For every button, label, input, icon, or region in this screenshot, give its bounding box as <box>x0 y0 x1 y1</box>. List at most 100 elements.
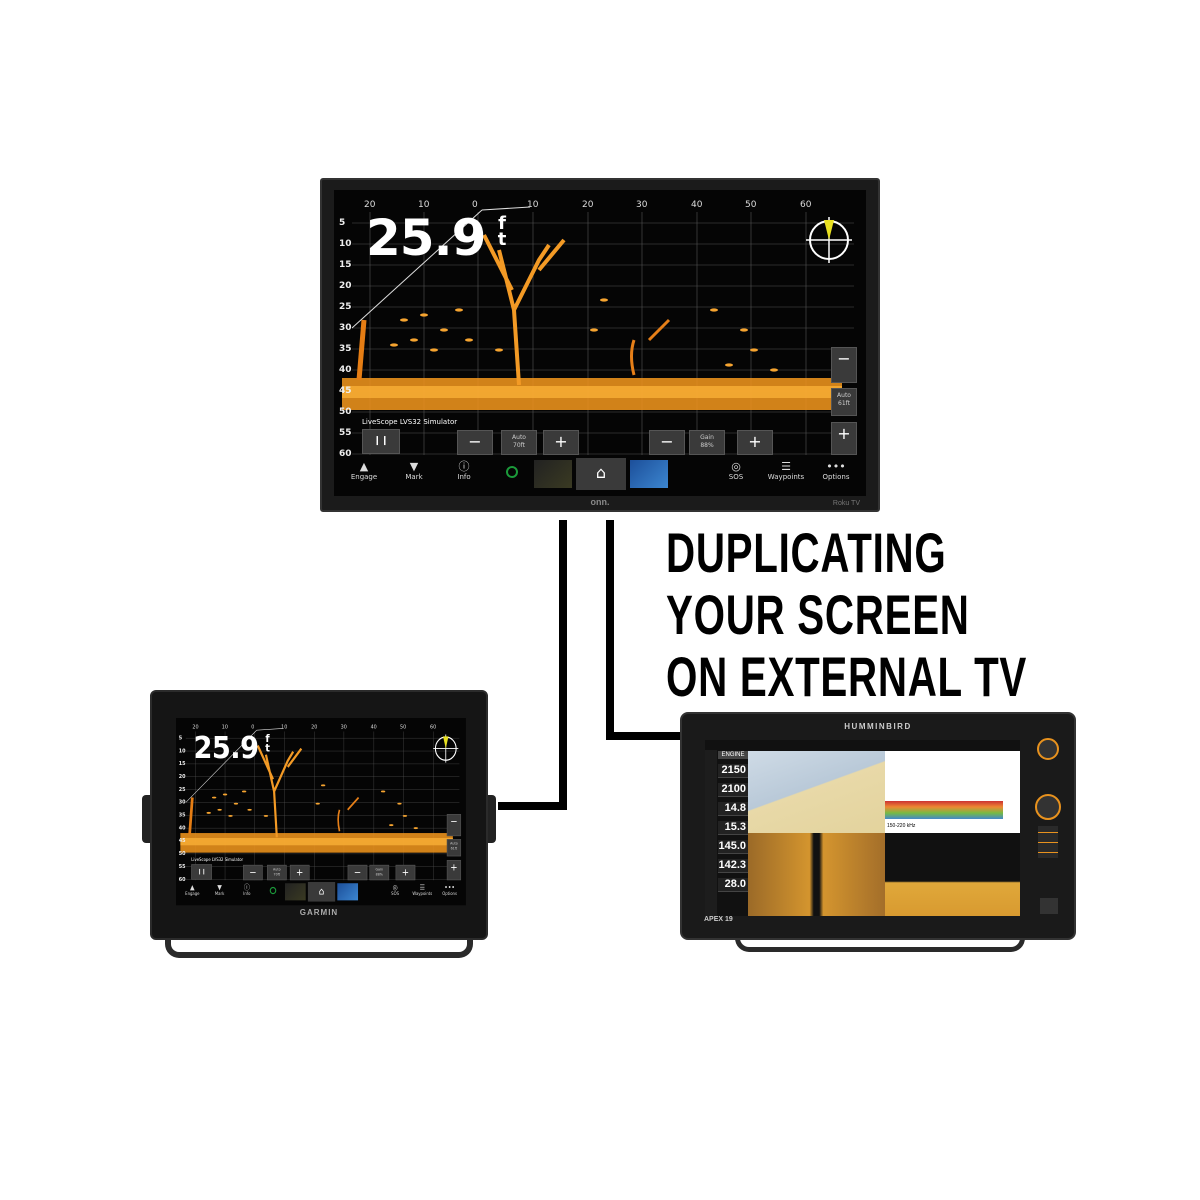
fish-target <box>228 814 233 817</box>
depth-readout: 25.9 <box>366 209 486 267</box>
nav-options[interactable]: •••Options <box>811 460 861 481</box>
fish-target <box>320 784 326 787</box>
depth-label: 40 <box>178 825 186 832</box>
depth-label: 30 <box>178 799 186 806</box>
previous-app-thumbnail[interactable] <box>285 883 306 901</box>
nav-mark[interactable]: ▼Mark <box>206 883 233 896</box>
range-decrease-button[interactable]: − <box>243 864 263 881</box>
nav-label: Mark <box>405 473 423 481</box>
nav-label: SOS <box>728 473 744 481</box>
zoom-in-button[interactable]: + <box>446 859 462 881</box>
humminbird-display: HUMMINBIRD APEX 19 ENGINE 2150 2100 14.8… <box>680 712 1076 940</box>
next-app-thumbnail[interactable] <box>337 883 359 901</box>
range-label: 10 <box>221 724 229 731</box>
gain-increase-button[interactable]: + <box>395 864 416 881</box>
next-app-thumbnail[interactable] <box>630 460 668 488</box>
engine-value-7: 28.0 <box>718 878 748 892</box>
side-imaging-pane <box>748 833 885 916</box>
engine-value-3: 14.8 <box>718 802 748 816</box>
gain-value: 88% <box>700 442 714 449</box>
pause-button[interactable]: ❙❙ <box>191 864 212 880</box>
depth-unit: ft <box>265 732 270 755</box>
radar-icon[interactable] <box>506 466 518 478</box>
humminbird-icon-strip <box>705 750 717 916</box>
simulator-label: LiveScope LVS32 Simulator <box>191 857 244 863</box>
tree-trunk <box>482 234 566 386</box>
branch-right <box>337 796 360 832</box>
lifebuoy-icon: ◎ <box>392 883 398 892</box>
fish-target <box>397 802 402 805</box>
range-auto-title: Auto <box>273 867 281 872</box>
humminbird-joystick[interactable] <box>1035 794 1061 820</box>
tv-brand-logo: onn. <box>590 497 610 507</box>
nav-sos[interactable]: ◎SOS <box>381 883 408 896</box>
zoom-in-button[interactable]: + <box>831 422 857 455</box>
range-increase-button[interactable]: + <box>543 430 579 455</box>
range-label: 30 <box>636 200 648 210</box>
radar-icon[interactable] <box>269 886 277 895</box>
lifebuoy-icon: ◎ <box>731 460 741 473</box>
gain-increase-button[interactable]: + <box>737 430 773 455</box>
gain-decrease-button[interactable]: − <box>649 430 685 455</box>
simulator-label: LiveScope LVS32 Simulator <box>362 418 458 426</box>
fish-target <box>389 824 394 827</box>
zoom-out-button[interactable]: − <box>831 347 857 383</box>
lake-bottom-highlight <box>342 386 842 398</box>
home-button[interactable]: ⌂ <box>307 882 336 902</box>
depth-unit: ft <box>497 213 507 250</box>
humminbird-rotary-knob[interactable] <box>1037 738 1059 760</box>
nav-engage[interactable]: ▲Engage <box>339 460 389 481</box>
fish-target <box>455 308 463 312</box>
humminbird-power-button[interactable] <box>1040 898 1058 914</box>
depth-label: 25 <box>339 302 352 312</box>
fish-target <box>750 348 758 352</box>
depth-label: 45 <box>178 837 186 845</box>
gain-decrease-button[interactable]: − <box>347 864 368 881</box>
fish-target <box>413 827 418 830</box>
connector-line-humminbird-horizontal <box>606 732 682 740</box>
range-label: 60 <box>429 724 437 731</box>
waypoints-list-icon: ☰ <box>419 883 426 892</box>
nav-waypoints[interactable]: ☰Waypoints <box>409 883 436 896</box>
range-label: 50 <box>399 724 407 731</box>
home-button[interactable]: ⌂ <box>576 458 626 490</box>
beam-line <box>185 730 257 803</box>
fish-target <box>410 338 418 342</box>
fish-target <box>600 298 608 302</box>
fish-target <box>222 793 228 796</box>
nav-mark[interactable]: ▼Mark <box>389 460 439 481</box>
zoom-out-button[interactable]: − <box>446 814 462 837</box>
range-decrease-button[interactable]: − <box>457 430 493 455</box>
info-icon: ⓘ <box>243 883 250 892</box>
engine-rpm-2: 2100 <box>718 783 748 797</box>
nav-sos[interactable]: ◎SOS <box>711 460 761 481</box>
depth-label: 25 <box>178 786 186 793</box>
nav-options[interactable]: •••Options <box>436 883 463 896</box>
humminbird-keypad[interactable] <box>1038 826 1058 858</box>
transducer-beam-icon <box>824 220 834 240</box>
range-label: 40 <box>370 724 377 731</box>
nav-engage[interactable]: ▲Engage <box>179 883 206 896</box>
range-increase-button[interactable]: + <box>289 864 310 881</box>
autopilot-icon: ▲ <box>190 883 195 892</box>
depth-label: 10 <box>178 747 186 755</box>
waypoints-list-icon: ☰ <box>781 460 791 473</box>
fish-target <box>247 808 252 811</box>
fish-target <box>315 802 320 805</box>
nav-label: SOS <box>391 891 400 897</box>
depth-readout: 25.9 <box>193 729 259 766</box>
fish-target <box>380 790 386 793</box>
nav-waypoints[interactable]: ☰Waypoints <box>761 460 811 481</box>
previous-app-thumbnail[interactable] <box>534 460 572 488</box>
depth-label: 35 <box>178 812 186 819</box>
headline: DUPLICATING YOUR SCREEN ON EXTERNAL TV <box>666 522 1027 708</box>
pause-button[interactable]: ❙❙ <box>362 429 400 454</box>
